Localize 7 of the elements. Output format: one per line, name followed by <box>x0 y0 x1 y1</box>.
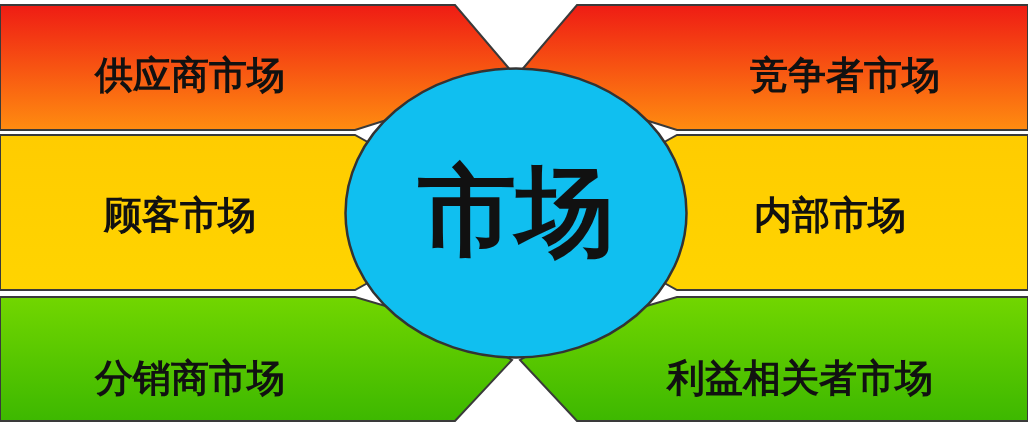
center-title: 市场 <box>418 152 614 270</box>
band-label: 利益相关者市场 <box>667 353 933 402</box>
band-label: 供应商市场 <box>95 50 285 99</box>
band-label: 竞争者市场 <box>750 50 940 99</box>
band-label: 顾客市场 <box>104 190 256 239</box>
band-label: 分销商市场 <box>95 353 285 402</box>
band-label: 内部市场 <box>754 190 906 239</box>
